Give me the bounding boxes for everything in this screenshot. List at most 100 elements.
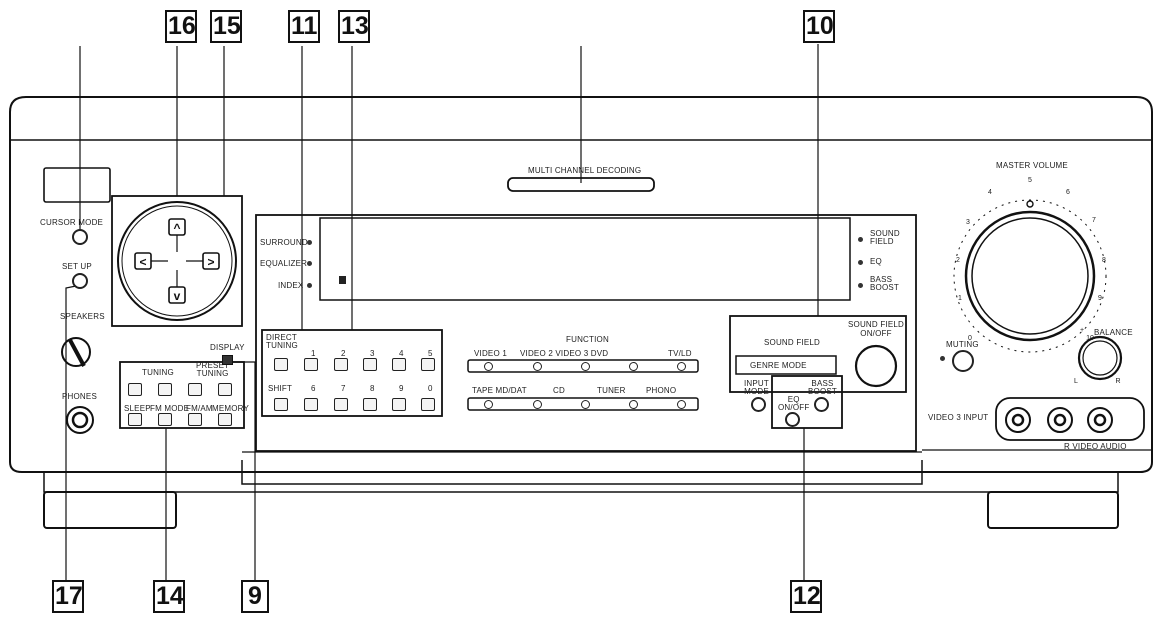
callout-13: 13 [338, 10, 370, 43]
balance-knob[interactable] [1079, 337, 1121, 379]
fm-mode-button[interactable] [158, 413, 172, 426]
cursor-right-button[interactable] [203, 253, 219, 269]
svg-text:7: 7 [1092, 217, 1096, 224]
number-label-1: 1 [311, 349, 316, 358]
video2-button[interactable] [533, 362, 542, 371]
master-volume-knob[interactable] [966, 212, 1094, 340]
tuner-button[interactable] [581, 400, 590, 409]
fm-mode-label: FM MODE [150, 404, 190, 413]
svg-text:8: 8 [1102, 257, 1106, 264]
number-4-button[interactable] [392, 358, 406, 371]
phono-button[interactable] [629, 400, 638, 409]
dvd-button[interactable] [629, 362, 638, 371]
function-tvld-label: TV/LD [668, 349, 692, 358]
bass-boost-indicator-label: BASS BOOST [870, 275, 900, 292]
fm-am-button[interactable] [188, 413, 202, 426]
callout-9: 9 [241, 580, 269, 613]
memory-button[interactable] [218, 413, 232, 426]
input-mode-button[interactable] [751, 397, 766, 412]
master-volume-label: MASTER VOLUME [996, 161, 1068, 170]
sleep-label: SLEEP [124, 404, 151, 413]
svg-text:L: L [1074, 378, 1078, 385]
display-button[interactable] [222, 355, 233, 365]
svg-text:1: 1 [958, 295, 962, 302]
genre-mode-selector[interactable] [736, 356, 836, 374]
tvld-button[interactable] [677, 362, 686, 371]
phones-label: PHONES [62, 392, 97, 401]
number-5-button[interactable] [421, 358, 435, 371]
number-label-6: 6 [311, 384, 316, 393]
preset-tuning-plus-button[interactable] [218, 383, 232, 396]
video3-button[interactable] [581, 362, 590, 371]
svg-text:R: R [1115, 378, 1120, 385]
svg-text:0: 0 [968, 335, 972, 342]
cursor-left-button[interactable] [135, 253, 151, 269]
preset-tuning-label: PRESET TUNING [196, 361, 230, 378]
eq-onoff-button[interactable] [785, 412, 800, 427]
svg-text:6: 6 [1066, 189, 1070, 196]
number-label-5: 5 [428, 349, 433, 358]
number-6-button[interactable] [304, 398, 318, 411]
sound-field-led [858, 237, 863, 242]
muting-label: MUTING [946, 340, 979, 349]
number-label-8: 8 [370, 384, 375, 393]
speakers-selector-knob[interactable] [62, 338, 92, 368]
sleep-button[interactable] [128, 413, 142, 426]
surround-indicator-label: SURROUND [260, 238, 308, 247]
function-phono-label: PHONO [646, 386, 677, 395]
cursor-mode-label: CURSOR MODE [40, 218, 104, 227]
cursor-up-button[interactable] [169, 219, 185, 235]
number-8-button[interactable] [363, 398, 377, 411]
callout-11: 11 [288, 10, 320, 43]
preset-tuning-minus-button[interactable] [188, 383, 202, 396]
video1-button[interactable] [484, 362, 493, 371]
bass-boost-button[interactable] [814, 397, 829, 412]
number-label-9: 9 [399, 384, 404, 393]
tuning-minus-button[interactable] [128, 383, 142, 396]
number-7-button[interactable] [334, 398, 348, 411]
muting-button[interactable] [952, 350, 974, 372]
aux-button[interactable] [677, 400, 686, 409]
display-window [339, 276, 346, 284]
index-led [307, 283, 312, 288]
svg-text:<: < [139, 255, 146, 269]
number-2-button[interactable] [334, 358, 348, 371]
svg-text:>: > [207, 255, 214, 269]
callout-17: 17 [52, 580, 84, 613]
speakers-label: SPEAKERS [60, 312, 105, 321]
number-label-4: 4 [399, 349, 404, 358]
phones-jack[interactable] [67, 407, 93, 433]
svg-text:10: 10 [1086, 335, 1094, 342]
svg-text:+: + [1080, 327, 1084, 334]
eq-indicator-label: EQ [870, 257, 882, 266]
sound-field-indicator-label: SOUND FIELD [870, 229, 900, 246]
number-9-button[interactable] [392, 398, 406, 411]
sound-field-onoff-knob[interactable] [856, 346, 896, 386]
number-0-button[interactable] [421, 398, 435, 411]
svg-text:^: ^ [173, 221, 180, 235]
direct-tuning-button[interactable] [274, 358, 288, 371]
cursor-mode-button[interactable] [72, 229, 88, 245]
index-indicator-label: INDEX [278, 281, 304, 290]
number-label-0: 0 [428, 384, 433, 393]
set-up-button[interactable] [72, 273, 88, 289]
equalizer-led [307, 261, 312, 266]
shift-label: SHIFT [268, 384, 293, 393]
number-label-7: 7 [341, 384, 346, 393]
shift-button[interactable] [274, 398, 288, 411]
number-label-2: 2 [341, 349, 346, 358]
tuning-label: TUNING [142, 368, 174, 377]
callout-16: 16 [165, 10, 197, 43]
function-video2-video3-dvd-label: VIDEO 2 VIDEO 3 DVD [520, 349, 609, 358]
number-1-button[interactable] [304, 358, 318, 371]
number-label-3: 3 [370, 349, 375, 358]
fm-am-label: FM/AM [186, 404, 213, 413]
tape-mddat-button[interactable] [484, 400, 493, 409]
number-3-button[interactable] [363, 358, 377, 371]
cd-button[interactable] [533, 400, 542, 409]
tuning-plus-button[interactable] [158, 383, 172, 396]
cursor-down-button[interactable] [169, 287, 185, 303]
function-tape-mddat-label: TAPE MD/DAT [472, 386, 527, 395]
display-label: DISPLAY [210, 343, 245, 352]
surround-led [307, 240, 312, 245]
